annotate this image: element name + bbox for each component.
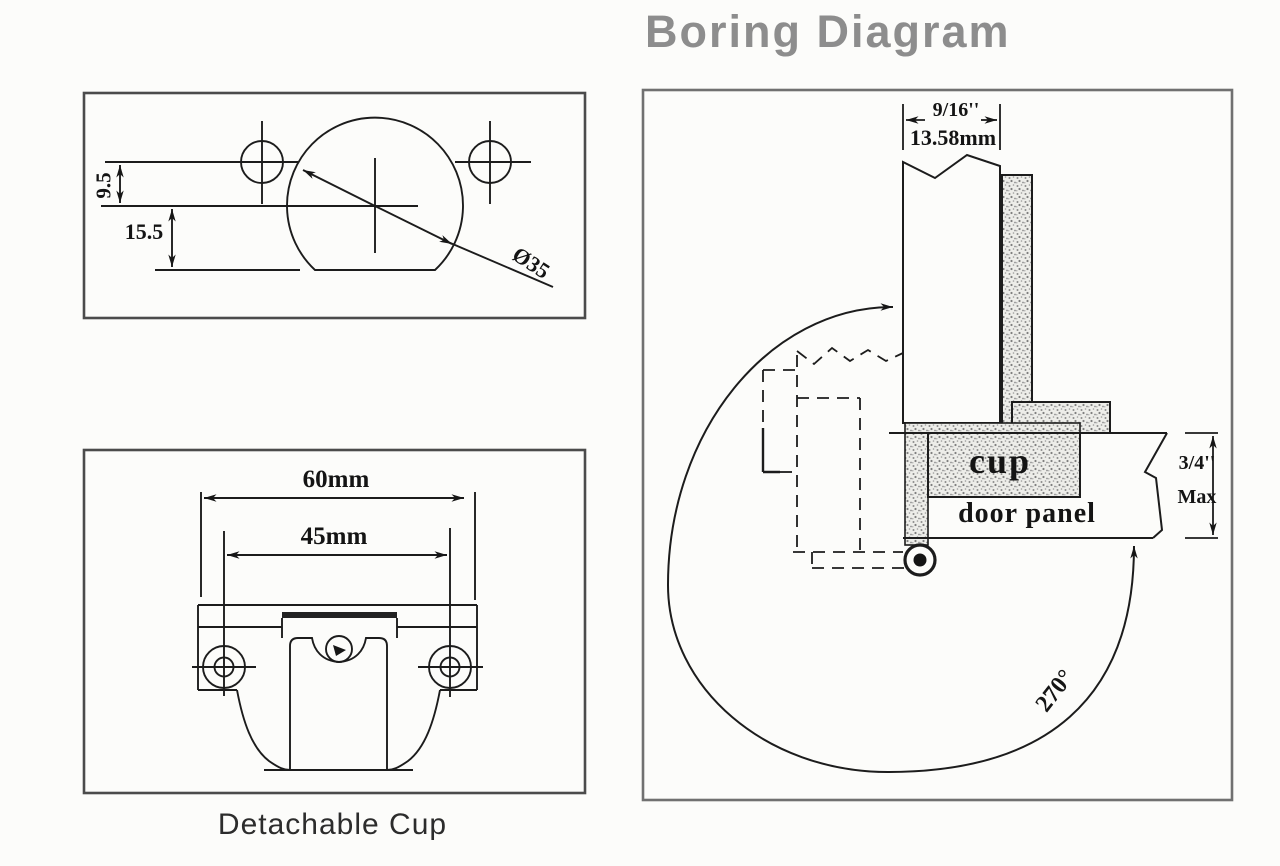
cabinet-panel (902, 153, 1001, 424)
cam-screw (325, 635, 353, 663)
cup-front-view-drawing (82, 448, 587, 795)
plate-top-view-frame (82, 91, 587, 320)
dim-depth-label: 3/4'' (1178, 452, 1216, 474)
boring-section-frame (641, 88, 1234, 802)
dim-45mm-label: 45mm (300, 523, 368, 550)
dim-depth-max-label: Max (1177, 486, 1217, 508)
screw-boss-left (192, 645, 256, 689)
page-title: Boring Diagram (645, 6, 1011, 57)
cup-hole-circle (286, 116, 464, 271)
door-panel-label: door panel (958, 498, 1096, 529)
dim-panel-mm-label: 13.58mm (909, 125, 997, 150)
hinge-arm (1001, 174, 1033, 428)
open-position-outline (762, 346, 904, 569)
cup-front-wall (904, 432, 929, 546)
dim-60mm-label: 60mm (302, 466, 370, 493)
plate-top-view-drawing (82, 91, 587, 320)
dim-9-5-label: 9.5 (91, 172, 116, 199)
cup-flange (904, 422, 1081, 434)
cup-label: cup (968, 441, 1032, 481)
dim-panel-inch-label: 9/16'' (932, 99, 980, 121)
boring-section-drawing (641, 88, 1234, 802)
swing-arc (666, 303, 1138, 774)
cup-front-view-frame (82, 448, 587, 795)
cup-body-outline (236, 635, 441, 771)
dim-15-5-label: 15.5 (124, 219, 164, 244)
screw-boss-right (418, 645, 483, 689)
cup-front-view-caption: Detachable Cup (217, 808, 448, 841)
mounting-plate-outline (197, 604, 478, 691)
diameter-leader (302, 169, 554, 288)
